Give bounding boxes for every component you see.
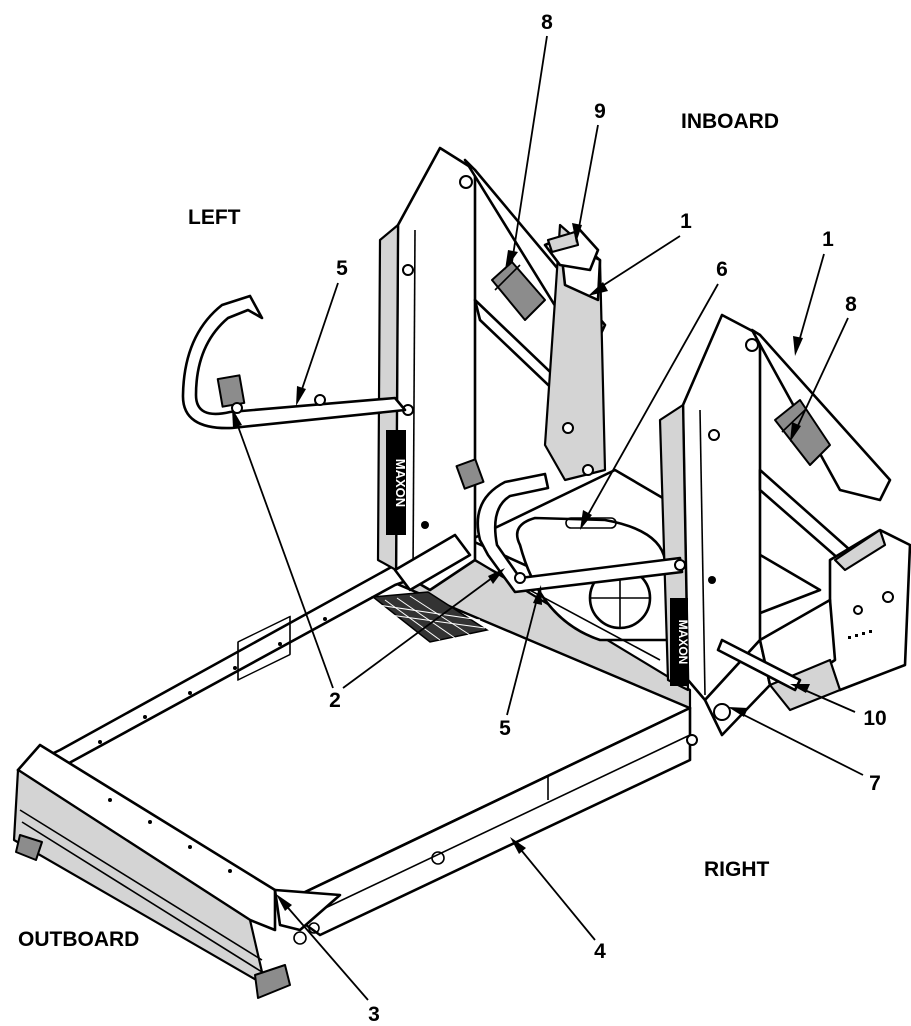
callout-9: 9 [594,100,606,123]
leader-5-top [299,282,339,396]
leader-10 [799,687,856,713]
callout-1-right-arm: 1 [822,228,834,251]
pump-box-cap [546,230,580,254]
callout-4: 4 [594,940,606,963]
left-arm-front [394,146,477,592]
right-handrail-latch [455,458,485,490]
callout-8-top: 8 [541,11,553,34]
maxon-plate-left [386,430,406,535]
leader-8-top [511,35,548,263]
leader-1-left-arm [595,235,681,291]
platform [12,538,692,999]
leader-7 [737,711,864,776]
left-arm-base-bracket [393,533,472,592]
leader-9 [577,124,599,234]
right-vertical-arm: MAXON [658,313,772,746]
callout-10: 10 [863,707,886,730]
left-foot [15,834,43,861]
leader-2-right [342,574,497,689]
right-housing-top [833,528,887,572]
callout-6: 6 [716,258,728,281]
leader-5-lower [506,594,539,716]
roll-stop-linkage [273,888,342,932]
right-label: RIGHT [704,858,770,881]
leader-2-left [234,417,334,689]
right-upper-arm [750,328,892,502]
callout-2: 2 [329,689,341,712]
left-handrail-latch [216,374,246,408]
leader-1-right-arm [797,253,825,346]
callout-1-left-arm: 1 [680,210,692,233]
leader-3 [282,901,369,1001]
maxon-logo-right: MAXON [676,620,690,665]
inboard-label: INBOARD [681,110,779,133]
right-foot [254,964,291,999]
leader-6 [584,283,719,521]
left-parallel-arms [463,158,607,482]
callout-5-lower: 5 [499,717,511,740]
maxon-logo-left: MAXON [393,459,408,507]
callout-8-right: 8 [845,293,857,316]
handrails [181,294,686,594]
callout-7: 7 [869,772,881,795]
right-step-pedal [716,638,802,692]
leader-4 [516,844,596,941]
right-hydraulic-cylinder [774,399,831,466]
maxon-plate-right [670,598,688,686]
leader-8-right [794,317,849,433]
callout-3: 3 [368,1003,380,1026]
anti-slip-mesh [371,591,489,643]
left-vertical-arm: MAXON [376,146,477,592]
outboard-label: OUTBOARD [18,928,139,951]
left-handrail [181,294,407,430]
callout-5-top: 5 [336,257,348,280]
left-label: LEFT [188,206,241,229]
